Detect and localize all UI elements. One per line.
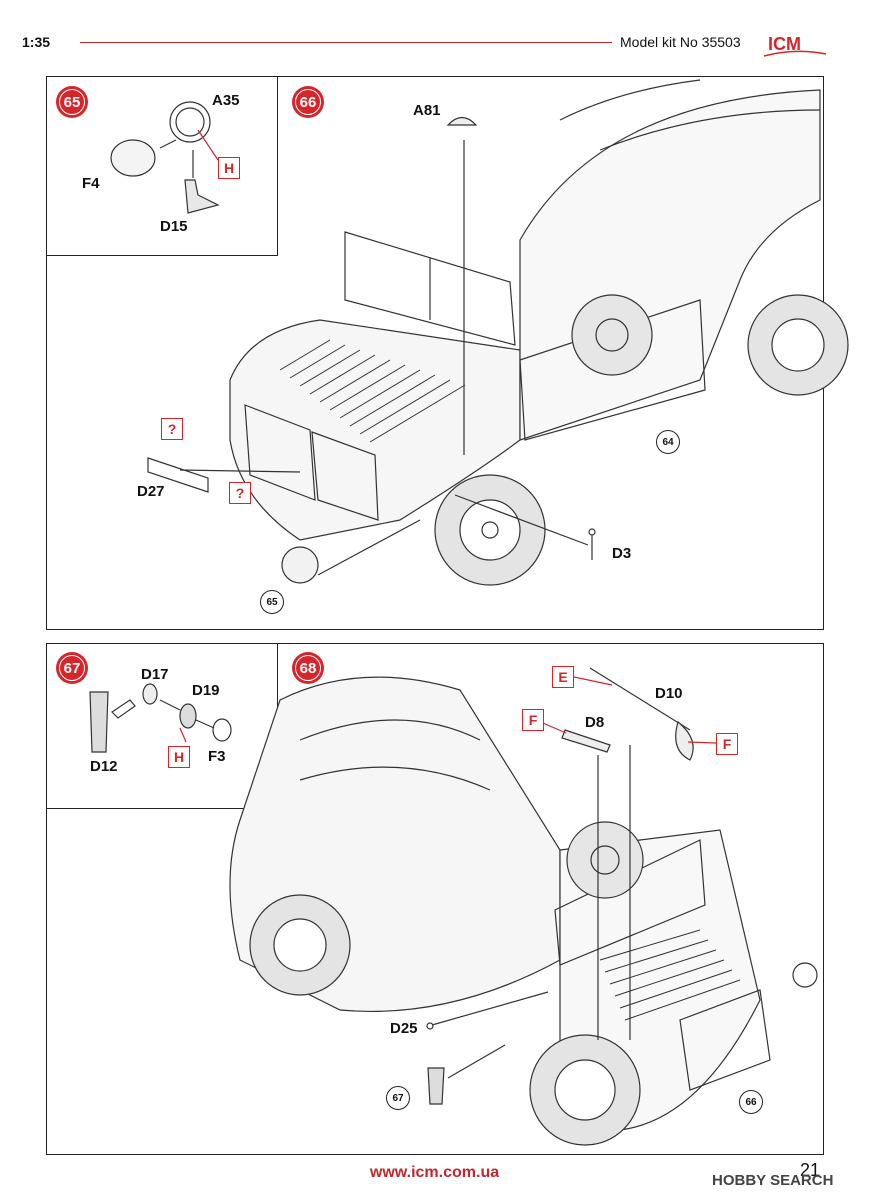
vehicle-step-68 (229, 667, 818, 1146)
part-label-f4: F4 (82, 175, 100, 192)
headlight-parts-65 (110, 101, 220, 214)
part-label-f3: F3 (208, 748, 226, 765)
part-label-d3: D3 (612, 545, 632, 562)
paint-code-unknown-2: ? (229, 482, 251, 504)
watermark: HOBBY SEARCH (712, 1172, 834, 1189)
part-label-d17: D17 (141, 666, 169, 683)
step-number-66: 66 (292, 86, 324, 118)
scale-label: 1:35 (22, 34, 51, 50)
paint-code-h-67: H (168, 746, 190, 768)
paint-code-e: E (552, 666, 574, 688)
ref-step-64: 64 (656, 430, 680, 454)
paint-code-f-1: F (522, 709, 544, 731)
kit-number: Model kit No 35503 (620, 34, 741, 50)
step-number-67: 67 (56, 652, 88, 684)
paint-code-h: H (218, 157, 240, 179)
paint-code-f-2: F (716, 733, 738, 755)
ref-step-65: 65 (260, 590, 284, 614)
paint-code-unknown-1: ? (161, 418, 183, 440)
part-label-d25: D25 (390, 1020, 418, 1037)
header-rule (80, 42, 612, 43)
logo-text: ICM (768, 34, 801, 54)
part-label-d19: D19 (192, 682, 220, 699)
part-label-d8: D8 (585, 714, 605, 731)
website-url: www.icm.com.ua (369, 1164, 500, 1181)
part-label-d27: D27 (137, 483, 165, 500)
part-label-d12: D12 (90, 758, 118, 775)
part-label-a35: A35 (212, 92, 240, 109)
vehicle-step-66 (147, 79, 849, 586)
part-label-d15: D15 (160, 218, 188, 235)
pedal-parts-67 (89, 683, 232, 753)
step-number-65: 65 (56, 86, 88, 118)
icm-logo: ICM (763, 34, 827, 57)
ref-step-66: 66 (739, 1090, 763, 1114)
part-label-d10: D10 (655, 685, 683, 702)
step-number-68: 68 (292, 652, 324, 684)
ref-step-67: 67 (386, 1086, 410, 1110)
part-label-a81: A81 (413, 102, 441, 119)
page-number: 21 (800, 1160, 821, 1180)
